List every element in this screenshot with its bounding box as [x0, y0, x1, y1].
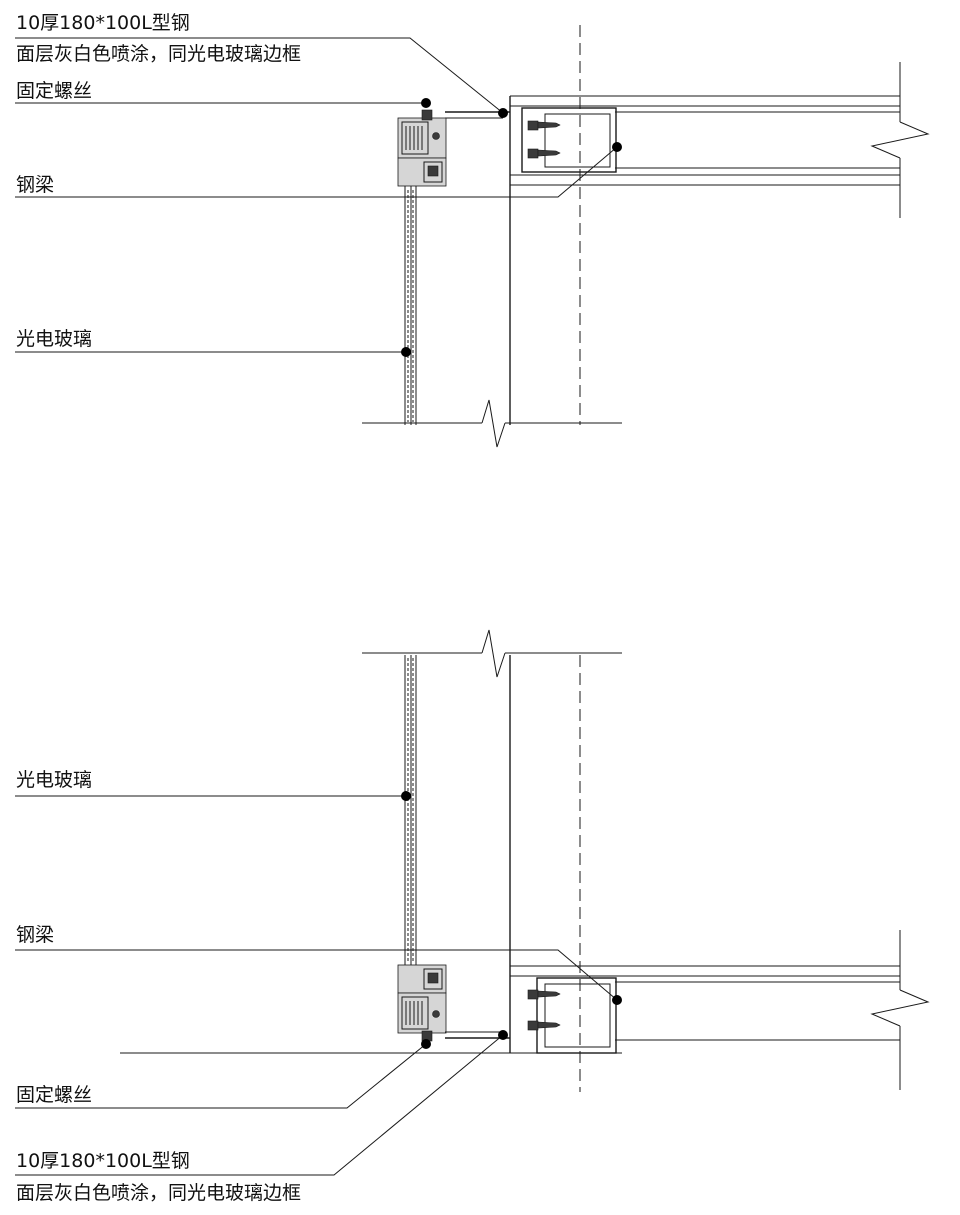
- leader-dot-icon: [498, 1030, 508, 1040]
- screw-icon: [527, 120, 561, 131]
- bottom-frame: [397, 964, 447, 1042]
- top-glass: [404, 186, 417, 425]
- top-detail: 10厚180*100L型钢 面层灰白色喷涂，同光电玻璃边框 固定螺丝 钢梁 光电…: [15, 12, 930, 448]
- bottom-glass: [404, 655, 417, 965]
- screw-icon: [527, 989, 561, 1000]
- top-steel-finish-label: 面层灰白色喷涂，同光电玻璃边框: [16, 43, 301, 65]
- leader-dot-icon: [401, 347, 411, 357]
- bottom-steel-finish-label: 面层灰白色喷涂，同光电玻璃边框: [16, 1182, 301, 1204]
- bottom-screw-label: 固定螺丝: [16, 1084, 92, 1106]
- leader-dot-icon: [498, 108, 508, 118]
- screw-icon: [527, 1020, 561, 1031]
- bottom-leaders: [15, 795, 618, 1176]
- top-screw-label: 固定螺丝: [16, 80, 92, 102]
- break-line-icon: [362, 629, 622, 678]
- leader-dot-icon: [421, 98, 431, 108]
- bottom-detail: 光电玻璃 钢梁 固定螺丝 10厚180*100L型钢 面层灰白色喷涂，同光电玻璃…: [15, 629, 930, 1204]
- bottom-beam-label: 钢梁: [16, 924, 54, 946]
- top-beam-label: 钢梁: [16, 174, 54, 196]
- bottom-beam: [510, 930, 930, 1090]
- bottom-square-tube: [536, 977, 617, 1054]
- leader-dot-icon: [612, 995, 622, 1005]
- leader-dot-icon: [421, 1039, 431, 1049]
- leader-dot-icon: [401, 791, 411, 801]
- top-l-steel: [445, 96, 511, 425]
- top-glass-label: 光电玻璃: [16, 328, 92, 350]
- top-leaders: [15, 37, 618, 353]
- top-beam: [510, 62, 930, 218]
- bottom-glass-label: 光电玻璃: [16, 769, 92, 791]
- top-steel-label: 10厚180*100L型钢: [16, 12, 190, 34]
- screw-icon: [527, 148, 561, 159]
- bottom-steel-label: 10厚180*100L型钢: [16, 1150, 190, 1172]
- top-frame: [397, 109, 447, 187]
- leader-dot-icon: [612, 142, 622, 152]
- break-line-icon: [362, 399, 622, 448]
- top-square-tube: [521, 107, 617, 173]
